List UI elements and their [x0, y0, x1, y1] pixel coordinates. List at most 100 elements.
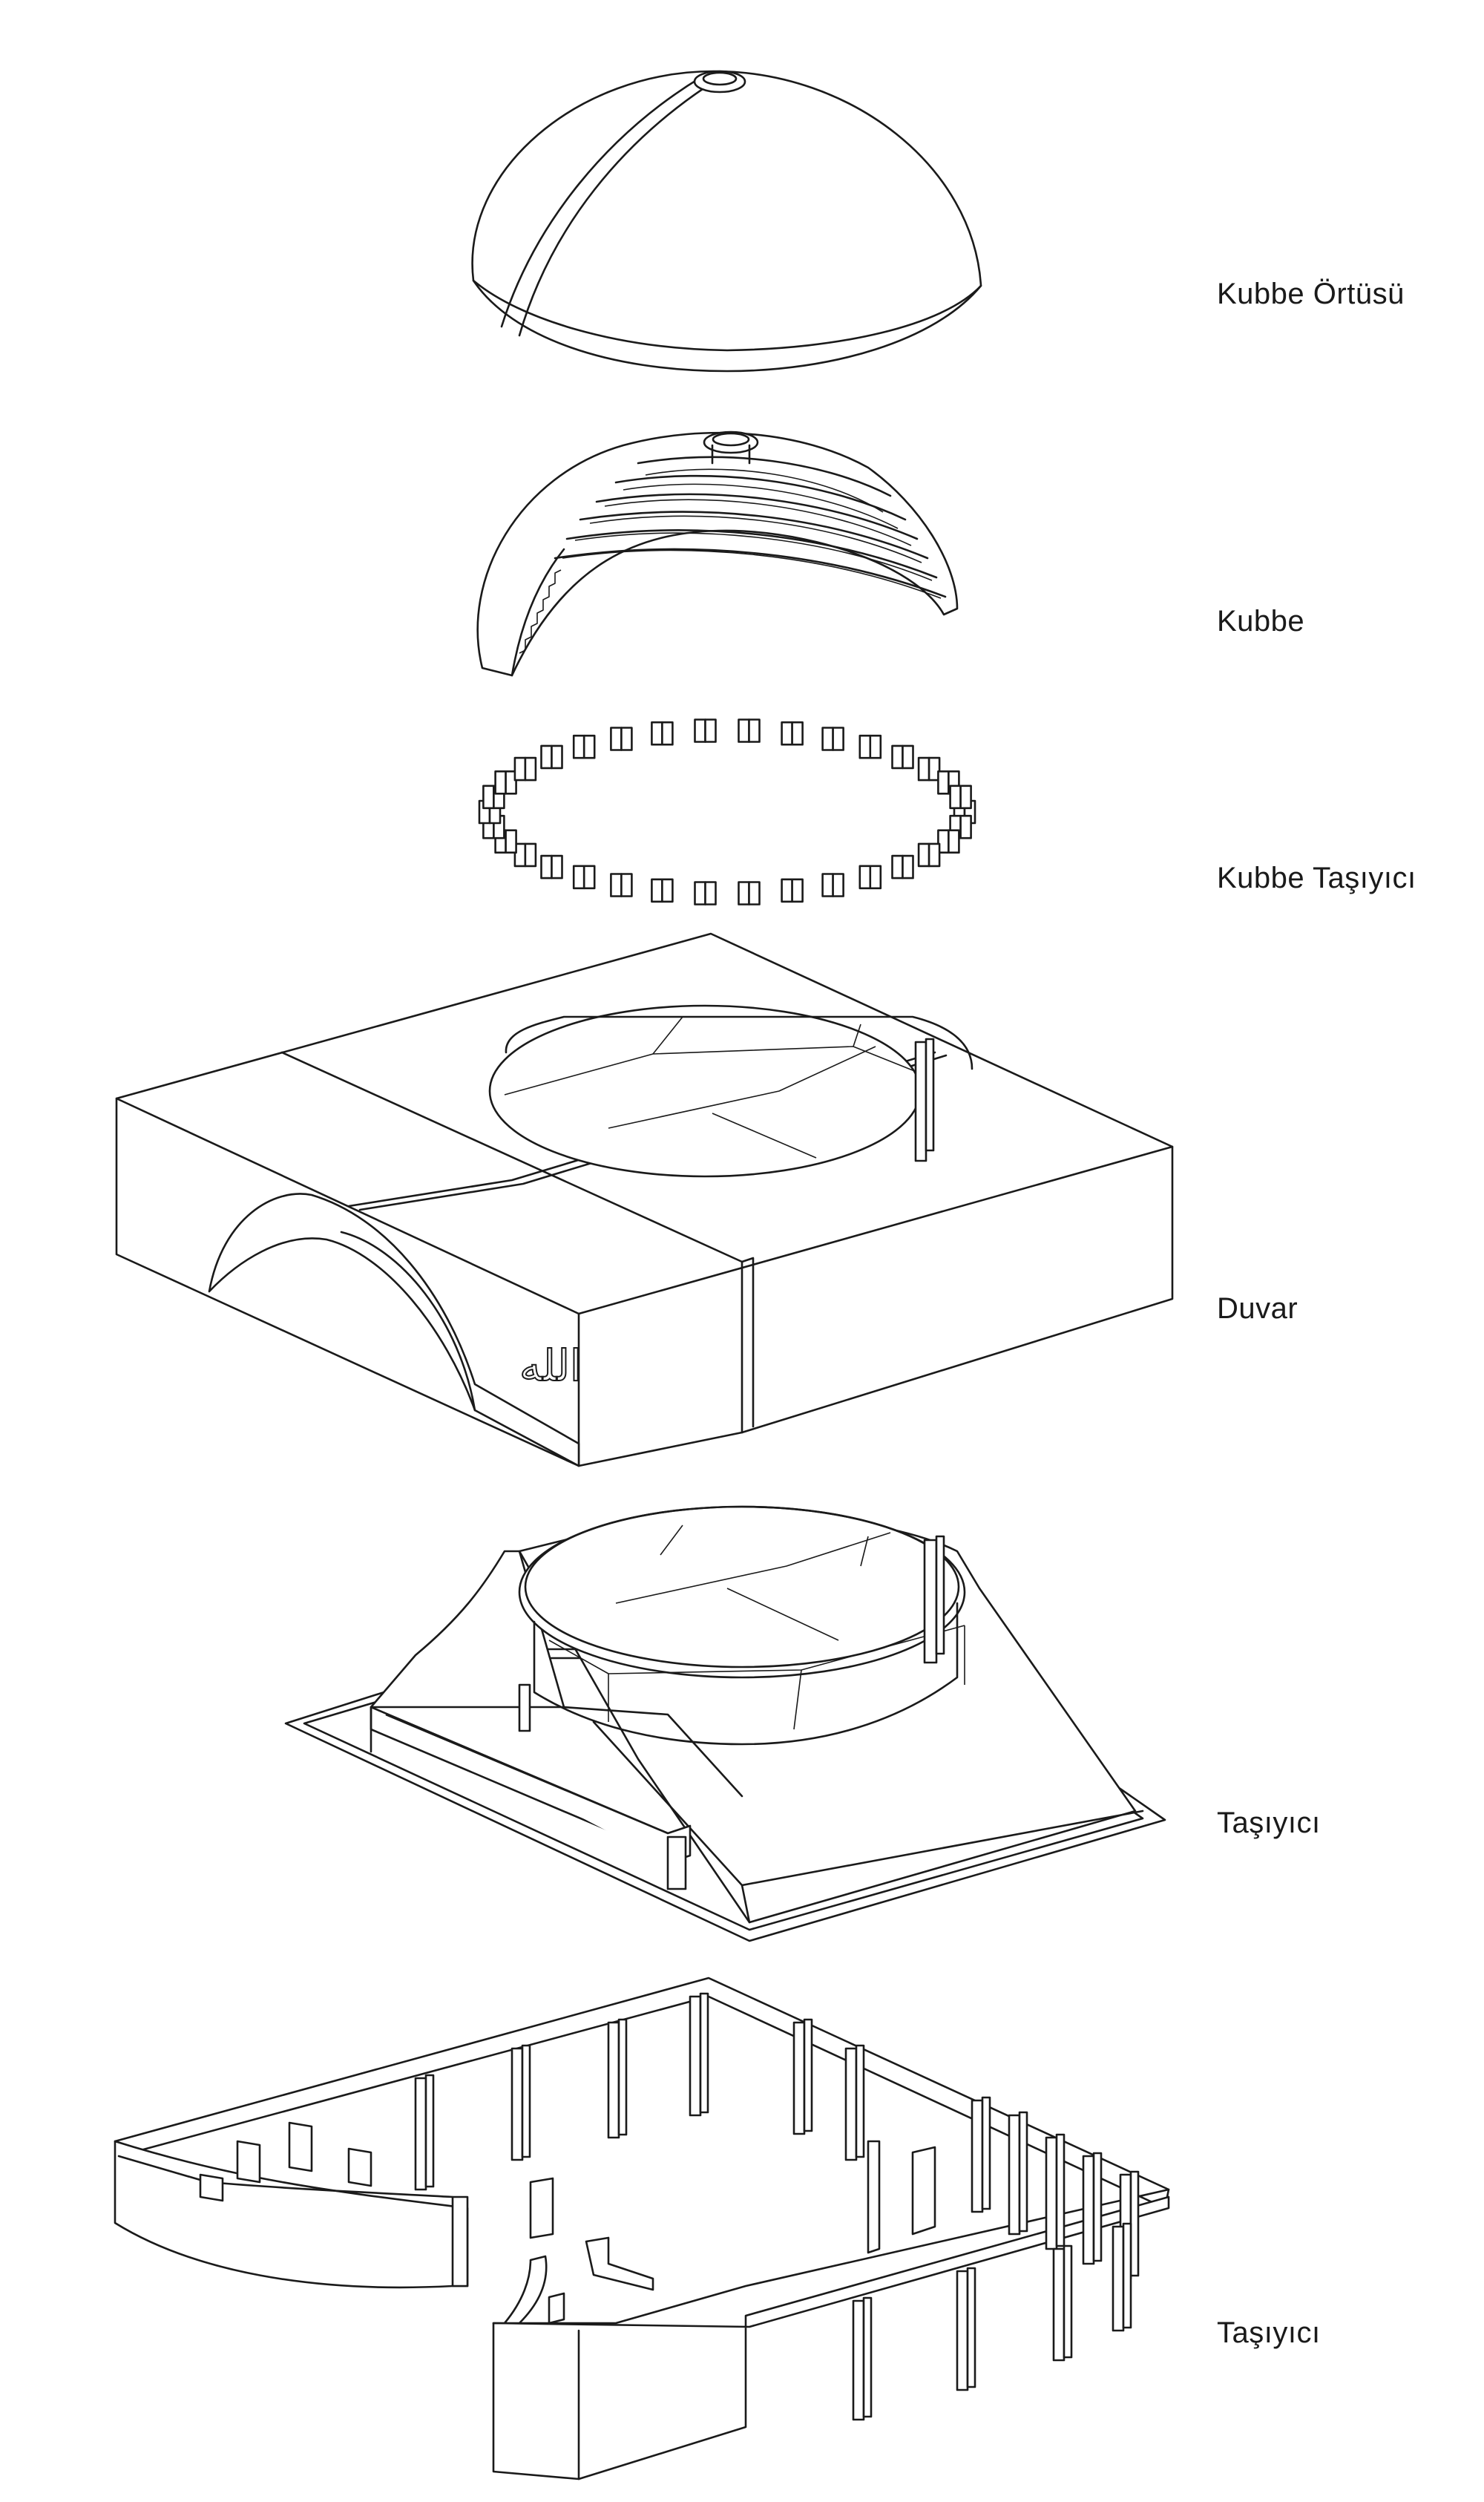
structure-column — [1082, 2155, 1095, 2265]
support-block — [821, 727, 834, 751]
support-block — [949, 785, 962, 810]
support-block — [572, 865, 585, 890]
support-block — [902, 854, 914, 880]
support-block — [781, 721, 793, 746]
support-block — [821, 873, 834, 897]
structure-column — [844, 2047, 858, 2161]
structure-column-side — [966, 2267, 976, 2388]
support-block — [738, 881, 750, 905]
structure-column — [607, 2021, 620, 2139]
structure-column — [1045, 2136, 1058, 2250]
support-block — [651, 878, 663, 903]
dome-cover-drawing — [471, 70, 982, 373]
layer-label-carrier: Taşıyıcı — [1217, 1807, 1321, 1839]
structure-column-side — [1129, 2170, 1140, 2277]
support-block — [781, 878, 793, 903]
support-block — [494, 770, 507, 795]
structure-column-side — [862, 2296, 873, 2418]
support-block — [858, 734, 872, 759]
support-block — [620, 727, 633, 751]
support-block — [858, 865, 872, 890]
carrier-drawing — [284, 1505, 1166, 1942]
structure-column-side — [424, 2074, 435, 2188]
support-block — [748, 881, 761, 905]
support-block — [551, 744, 563, 770]
structure-column — [971, 2099, 984, 2213]
support-block — [540, 854, 553, 880]
layer-label-dome-cover: Kubbe Örtüsü — [1217, 278, 1405, 310]
support-block — [891, 744, 904, 770]
structure-column — [414, 2077, 427, 2191]
structure-column-side — [1018, 2111, 1028, 2233]
support-block — [694, 718, 706, 743]
structure-column-side — [521, 2044, 531, 2158]
support-block — [513, 756, 527, 782]
support-block — [791, 721, 804, 746]
support-block — [959, 785, 972, 810]
layer-label-dome: Kubbe — [1217, 605, 1304, 638]
support-block — [832, 727, 844, 751]
structure-column — [689, 1995, 702, 2117]
support-block — [928, 842, 941, 868]
support-block — [869, 734, 882, 759]
support-block — [482, 785, 495, 810]
layer-label-wall: Duvar — [1217, 1292, 1298, 1325]
structure-column-side — [1055, 2133, 1066, 2247]
structure-column — [510, 2047, 524, 2161]
structure-column-side — [803, 2018, 813, 2132]
structure-column — [1052, 2247, 1066, 2362]
support-block — [891, 854, 904, 880]
support-block — [651, 721, 663, 746]
support-block — [661, 721, 674, 746]
structure-column-side — [617, 2018, 628, 2136]
support-block — [582, 734, 596, 759]
support-block — [917, 842, 930, 868]
support-block — [902, 744, 914, 770]
support-block — [704, 881, 717, 905]
structure-column — [1112, 2225, 1125, 2332]
support-block — [661, 878, 674, 903]
support-block — [610, 873, 623, 897]
support-block — [505, 829, 517, 854]
support-block — [620, 873, 633, 897]
structure-column — [1008, 2114, 1021, 2236]
support-block — [551, 854, 563, 880]
structure-column-side — [1063, 2244, 1073, 2359]
support-block — [572, 734, 585, 759]
inscription-calligraphy: الله — [519, 1340, 582, 1391]
support-block — [937, 770, 950, 795]
support-block — [704, 718, 717, 743]
wall-drawing: الله — [115, 932, 1174, 1467]
support-block — [928, 756, 941, 782]
structure-column-side — [855, 2044, 865, 2158]
structure-column-side — [1122, 2222, 1132, 2329]
structure-column-side — [981, 2096, 991, 2210]
structure-column — [792, 2021, 806, 2135]
support-block — [524, 842, 537, 868]
support-block — [738, 718, 750, 743]
support-block — [505, 770, 517, 795]
support-block — [917, 756, 930, 782]
support-block — [582, 865, 596, 890]
layer-label-structure: Taşıyıcı — [1217, 2316, 1321, 2349]
support-block — [748, 718, 761, 743]
support-block — [948, 829, 960, 854]
dome-support-ring — [478, 718, 976, 905]
support-block — [524, 756, 537, 782]
structure-column-side — [1092, 2152, 1103, 2262]
structure-column-side — [699, 1992, 709, 2114]
support-block — [694, 881, 706, 905]
support-block — [791, 878, 804, 903]
dome-drawing — [476, 430, 959, 677]
support-block — [832, 873, 844, 897]
layer-label-dome-support: Kubbe Taşıyıcı — [1217, 862, 1416, 894]
support-block — [869, 865, 882, 890]
support-block — [610, 727, 623, 751]
structure-column — [956, 2270, 969, 2391]
base-structure-drawing — [114, 1977, 1170, 2480]
structure-column — [852, 2299, 865, 2421]
support-block — [540, 744, 553, 770]
support-block — [959, 814, 972, 839]
